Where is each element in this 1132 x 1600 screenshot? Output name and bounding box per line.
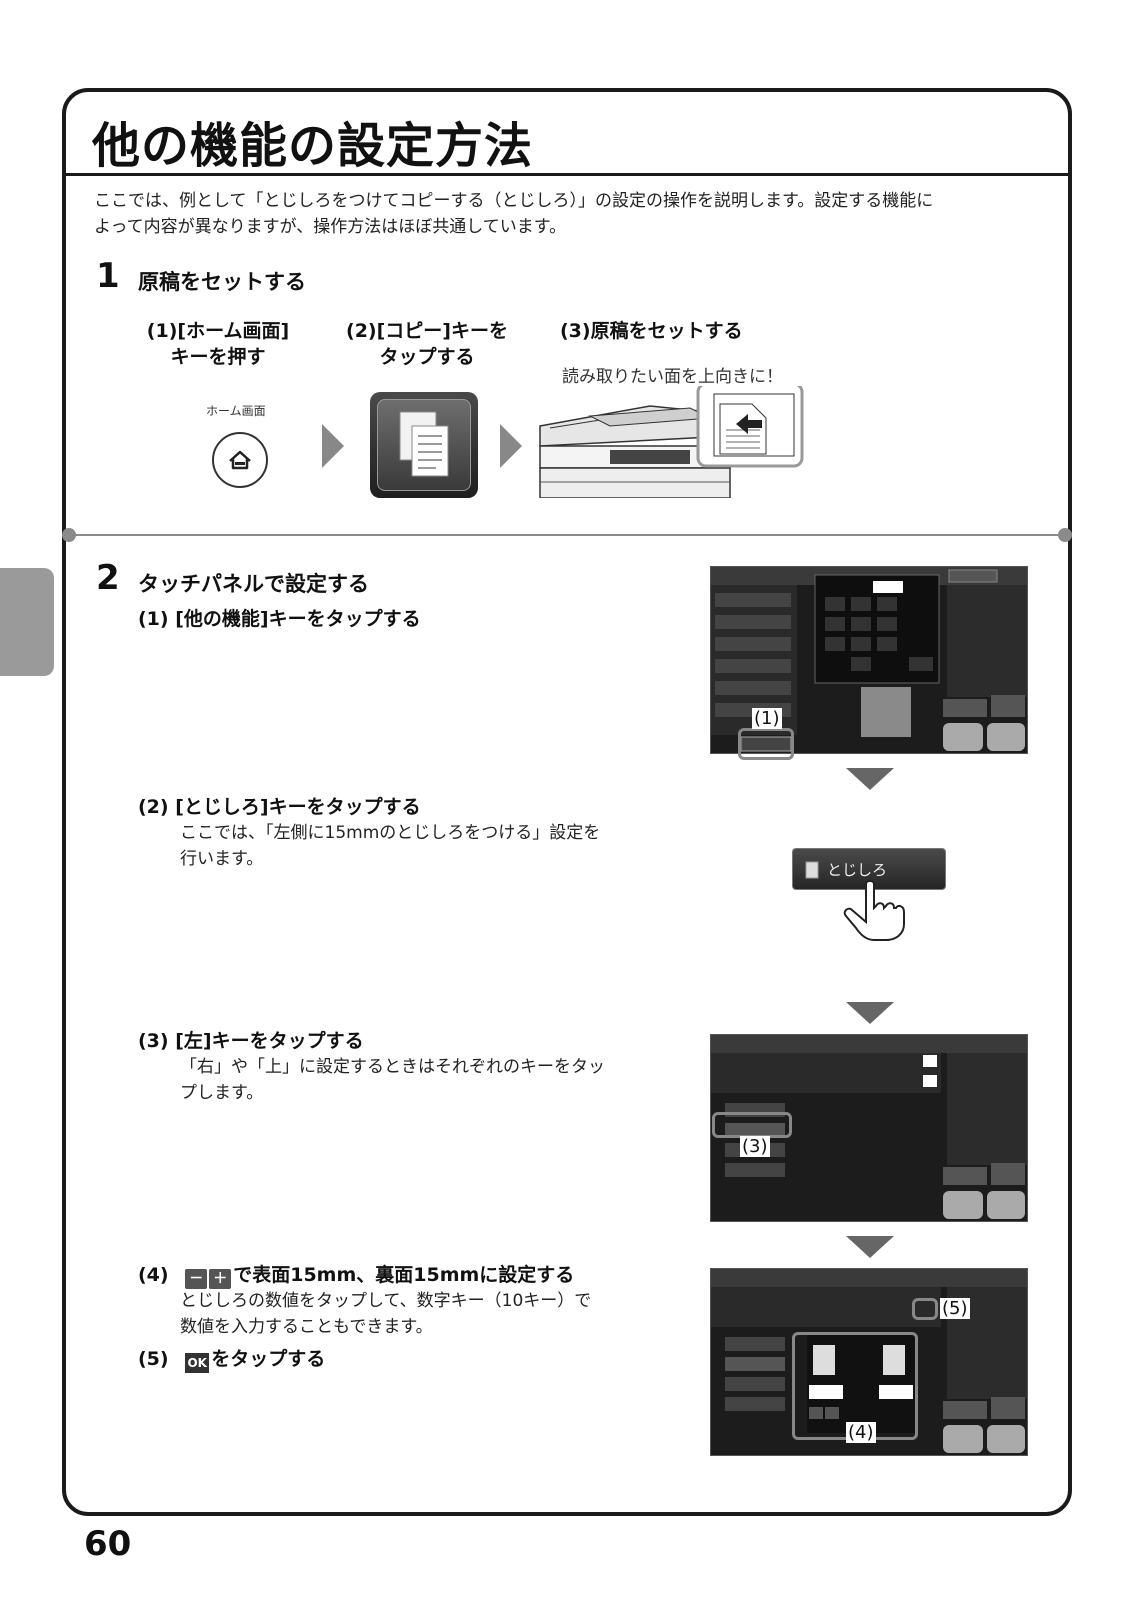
- step2-sub1: (1) [他の機能]キーをタップする: [138, 608, 421, 630]
- callout-box-5: [912, 1298, 938, 1320]
- margin-value-screen-panel: [710, 1268, 1028, 1456]
- home-screen-button[interactable]: [212, 432, 268, 488]
- step2-title: タッチパネルで設定する: [138, 572, 369, 596]
- step2-sub2: (2) [とじしろ]キーをタップする: [138, 796, 421, 818]
- step2-sub5-prefix: (5): [138, 1348, 169, 1370]
- step1-sub2-line2: タップする: [379, 346, 475, 368]
- intro-text: ここでは、例として「とじしろをつけてコピーする（とじしろ）」の設定の操作を説明し…: [94, 188, 1054, 240]
- step2-number: 2: [96, 558, 120, 598]
- callout-box-1: [738, 728, 794, 760]
- flow-arrow-down-3: [846, 1236, 894, 1258]
- callout-3: (3): [740, 1136, 770, 1157]
- step1-number: 1: [96, 256, 120, 296]
- margin-value-screen-drawing: [711, 1269, 1027, 1453]
- step1-title: 原稿をセットする: [138, 270, 306, 294]
- step2-sub4-note-line2: 数値を入力することもできます。: [180, 1317, 433, 1337]
- section-divider: [70, 534, 1060, 536]
- copy-documents-icon: [399, 411, 449, 477]
- step2-sub2-note-line2: 行います。: [180, 849, 264, 869]
- binding-screen-panel: [710, 1034, 1028, 1222]
- flow-arrow-down-1: [846, 768, 894, 790]
- section-frame: 他の機能の設定方法 ここでは、例として「とじしろをつけてコピーする（とじしろ）」…: [62, 88, 1072, 1516]
- step1-sub1-line1: (1)[ホーム画面]: [146, 320, 290, 342]
- tap-hand-icon: [843, 880, 905, 941]
- step2-sub3-note-line1: 「右」や「上」に設定するときはそれぞれのキーをタッ: [180, 1057, 605, 1077]
- flow-arrow-down-2: [846, 1002, 894, 1024]
- step2-sub4-text: で表面15mm、裏面15mmに設定する: [233, 1264, 575, 1286]
- step1-sub2-line1: (2)[コピー]キーを: [346, 320, 508, 342]
- minus-key-icon: －: [185, 1269, 208, 1289]
- step1-sub1-line2: キーを押す: [170, 346, 266, 368]
- step2-sub4-note-line1: とじしろの数値をタップして、数字キー（10キー）で: [180, 1291, 592, 1311]
- step1-sub1: (1)[ホーム画面] キーを押す: [138, 318, 298, 370]
- intro-line-1: ここでは、例として「とじしろをつけてコピーする（とじしろ）」の設定の操作を説明し…: [94, 191, 934, 211]
- flow-arrow-1: [322, 424, 344, 468]
- step2-sub4-note: とじしろの数値をタップして、数字キー（10キー）で 数値を入力することもできます…: [180, 1288, 591, 1340]
- copy-key-face: [377, 399, 471, 491]
- plus-key-icon: ＋: [209, 1269, 232, 1289]
- step2-sub3-note-line2: プします。: [180, 1083, 264, 1103]
- home-screen-label: ホーム画面: [206, 404, 266, 418]
- step1-sub2: (2)[コピー]キーを タップする: [332, 318, 522, 370]
- step2-sub4: (4) －＋で表面15mm、裏面15mmに設定する: [138, 1262, 574, 1289]
- intro-line-2: よって内容が異なりますが、操作方法はほぼ共通しています。: [94, 217, 567, 237]
- step2-sub5-text: をタップする: [211, 1348, 326, 1370]
- ok-key-icon: OK: [185, 1353, 210, 1373]
- callout-box-3: [712, 1112, 792, 1138]
- copy-screen-panel: [710, 566, 1028, 754]
- divider-right-dot: [1058, 528, 1072, 542]
- flow-arrow-2: [500, 424, 522, 468]
- step2-sub2-note-line1: ここでは、「左側に15mmのとじしろをつける」設定を: [180, 823, 601, 843]
- page-number: 60: [84, 1524, 132, 1564]
- binding-screen-drawing: [711, 1035, 1027, 1219]
- callout-4: (4): [846, 1422, 876, 1443]
- step2-sub2-note: ここでは、「左側に15mmのとじしろをつける」設定を 行います。: [180, 820, 600, 872]
- scan-caption: 読み取りたい面を上向きに！: [562, 367, 783, 387]
- callout-1: (1): [752, 708, 782, 729]
- title-bar: 他の機能の設定方法: [66, 92, 1068, 176]
- home-icon: [229, 450, 251, 470]
- step1-sub3: (3)原稿をセットする: [560, 320, 743, 342]
- copy-screen-drawing: [711, 567, 1027, 752]
- callout-5: (5): [940, 1298, 970, 1319]
- chapter-tab: [0, 568, 54, 676]
- step2-sub3-note: 「右」や「上」に設定するときはそれぞれのキーをタッ プします。: [180, 1054, 605, 1106]
- copier-illustration: [539, 386, 804, 498]
- binding-margin-key-label: とじしろ: [827, 861, 888, 879]
- step2-sub4-prefix: (4): [138, 1264, 169, 1286]
- step2-sub3: (3) [左]キーをタップする: [138, 1030, 364, 1052]
- page-title: 他の機能の設定方法: [92, 118, 534, 174]
- copy-key[interactable]: [370, 392, 478, 498]
- document-icon: [805, 861, 819, 879]
- divider-left-dot: [62, 528, 76, 542]
